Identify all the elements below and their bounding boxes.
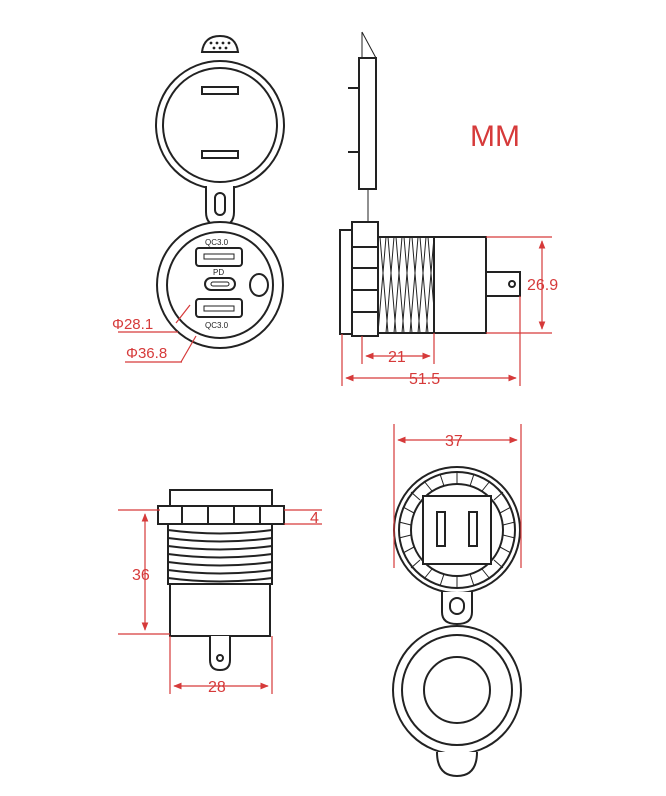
front-view: QC3.0 PD QC3.0 Φ28.1 Φ36.8 <box>112 34 285 363</box>
thread-length-label: 21 <box>388 349 406 366</box>
voltmeter-button <box>249 273 269 297</box>
body-width-label: 28 <box>208 679 226 696</box>
port-label-bottom: QC3.0 <box>205 321 229 330</box>
flange <box>339 229 353 335</box>
unit-label: MM <box>470 120 520 153</box>
side-view: 26.9 21 51.5 <box>339 31 558 388</box>
rear-cap-tab <box>436 751 478 778</box>
cap-tab <box>200 34 240 53</box>
flange-thickness-label: 4 <box>310 510 319 527</box>
cap-slot-bottom <box>201 150 239 159</box>
socket-outer <box>156 221 284 349</box>
outer-diameter-leader <box>180 335 197 363</box>
body-height-label: 36 <box>132 567 150 584</box>
threads <box>167 523 273 585</box>
total-length-label: 51.5 <box>409 371 440 388</box>
strap-slot <box>214 192 226 216</box>
usb-port-bottom <box>195 298 243 318</box>
terminal-right <box>468 511 478 547</box>
lower-body <box>169 583 271 637</box>
rear-view: 37 <box>392 424 522 778</box>
profile-view: 36 4 28 <box>118 489 322 696</box>
usb-port-top-tongue <box>203 253 235 260</box>
port-label-top: QC3.0 <box>205 238 229 247</box>
cap-outer <box>155 60 285 190</box>
cap-tab-dots <box>209 41 231 50</box>
usb-c-tongue <box>210 281 230 287</box>
cap-inner <box>162 67 278 183</box>
rear-strap <box>441 592 473 626</box>
port-label-middle: PD <box>213 268 224 277</box>
inner-diameter-label: Φ28.1 <box>112 316 153 333</box>
usb-port-top <box>195 247 243 267</box>
terminal-tab <box>209 636 231 672</box>
rear-cap-outer <box>392 625 522 755</box>
flange-height-label: 26.9 <box>527 277 558 294</box>
rear-body-square <box>422 495 492 565</box>
terminal-left <box>436 511 446 547</box>
cap-plate <box>358 57 377 190</box>
usb-c-port <box>204 277 236 291</box>
outer-diameter-label: Φ36.8 <box>126 345 167 362</box>
inner-diameter-leader <box>175 304 191 324</box>
nut-knurl <box>398 472 516 588</box>
cap-slot-top <box>201 86 239 95</box>
nut-width-label: 37 <box>445 433 463 450</box>
socket-inner <box>166 231 274 339</box>
usb-port-bottom-tongue <box>203 305 235 312</box>
rear-cap-dome <box>423 656 491 724</box>
rear-body <box>433 236 487 334</box>
